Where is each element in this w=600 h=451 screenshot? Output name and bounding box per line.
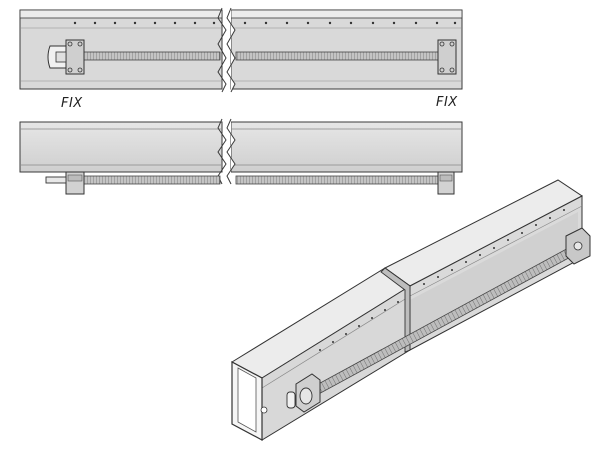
isometric-view: [230, 179, 591, 441]
side-view-profile-left: [19, 121, 223, 173]
iso-profile-end: [231, 361, 268, 441]
side-view-fixed-bearing-right: [437, 171, 455, 195]
iso-fixed-bearing-far: [565, 227, 591, 265]
iso-hole-row: [319, 209, 565, 351]
top-view-fixed-bearing-left: [47, 39, 85, 75]
top-view-break-line: [217, 7, 227, 93]
top-view-profile-right: [230, 9, 463, 90]
side-view-profile-right: [230, 121, 463, 173]
top-view-screw-left: [83, 51, 221, 61]
top-view-screw-right: [235, 51, 439, 61]
fix-label-left: FIX: [61, 96, 83, 111]
top-view-fixed-bearing-right: [437, 39, 457, 75]
side-view-screw-left: [83, 175, 221, 185]
side-view-fixed-bearing-left: [45, 171, 85, 195]
top-view: [19, 7, 463, 93]
side-view-screw-right: [235, 175, 439, 185]
side-view: [19, 118, 463, 195]
iso-fixed-bearing-near: [286, 373, 321, 413]
fix-label-right: FIX: [436, 95, 458, 110]
